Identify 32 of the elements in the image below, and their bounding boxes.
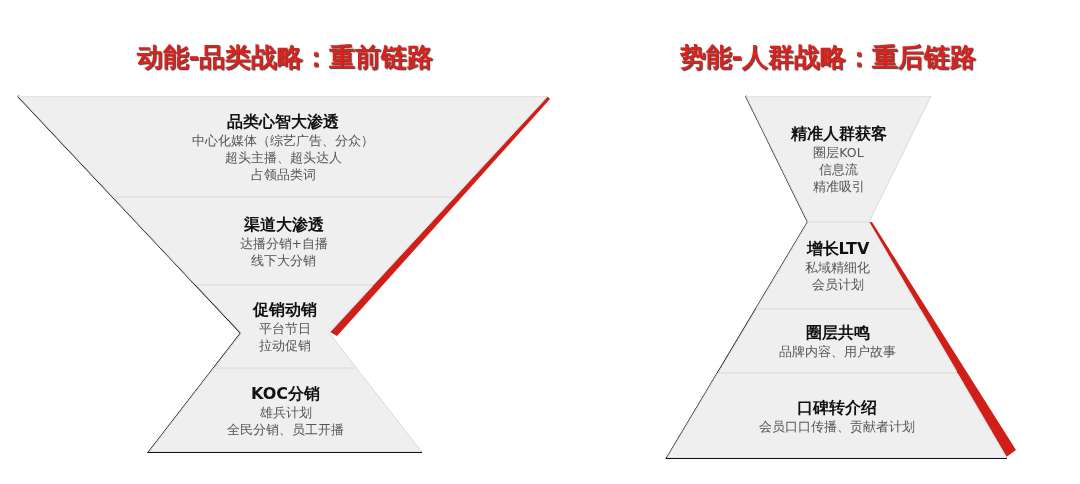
band-text: 圈层KOL — [813, 144, 864, 161]
band-text: 拉动促销 — [258, 337, 311, 354]
section-title: 动能-品类战略：重前链路 — [136, 41, 434, 74]
band-text: 达播分销+自播 — [239, 234, 329, 252]
section-title: 势能-人群战略：重后链路 — [679, 41, 977, 74]
funnel-band — [149, 368, 422, 452]
band-text: 信息流 — [819, 161, 858, 178]
band-text: 会员口口传播、贡献者计划 — [759, 417, 915, 435]
band-text: 超头主播、超头达人 — [224, 148, 342, 166]
band-text: 精准吸引 — [812, 178, 865, 195]
band-text: 会员计划 — [811, 276, 864, 293]
band-heading: 渠道大渗透 — [243, 213, 324, 235]
band-text: 中心化媒体（综艺广告、分众） — [192, 131, 374, 149]
funnel-band — [746, 96, 931, 222]
band-text: 雄兵计划 — [259, 403, 312, 421]
band-heading: 口碑转介绍 — [797, 396, 877, 418]
band-heading: 圈层共鸣 — [805, 322, 870, 343]
funnel-band — [717, 309, 958, 373]
band-heading: 增长LTV — [806, 238, 870, 259]
funnel-band — [18, 96, 548, 197]
band-heading: 精准人群获客 — [790, 123, 887, 144]
band-text: 全民分销、员工开播 — [227, 420, 344, 438]
band-heading: 品类心智大渗透 — [227, 110, 339, 132]
funnel-band — [756, 222, 920, 309]
funnel-band — [667, 373, 1007, 458]
band-heading: KOC分销 — [251, 382, 320, 404]
band-text: 品牌内容、用户故事 — [779, 343, 897, 360]
band-text: 私域精细化 — [805, 259, 871, 276]
band-text: 占领品类词 — [250, 165, 316, 183]
band-text: 线下大分销 — [251, 251, 317, 269]
band-text: 平台节日 — [258, 320, 311, 337]
band-heading: 促销动销 — [252, 299, 317, 320]
